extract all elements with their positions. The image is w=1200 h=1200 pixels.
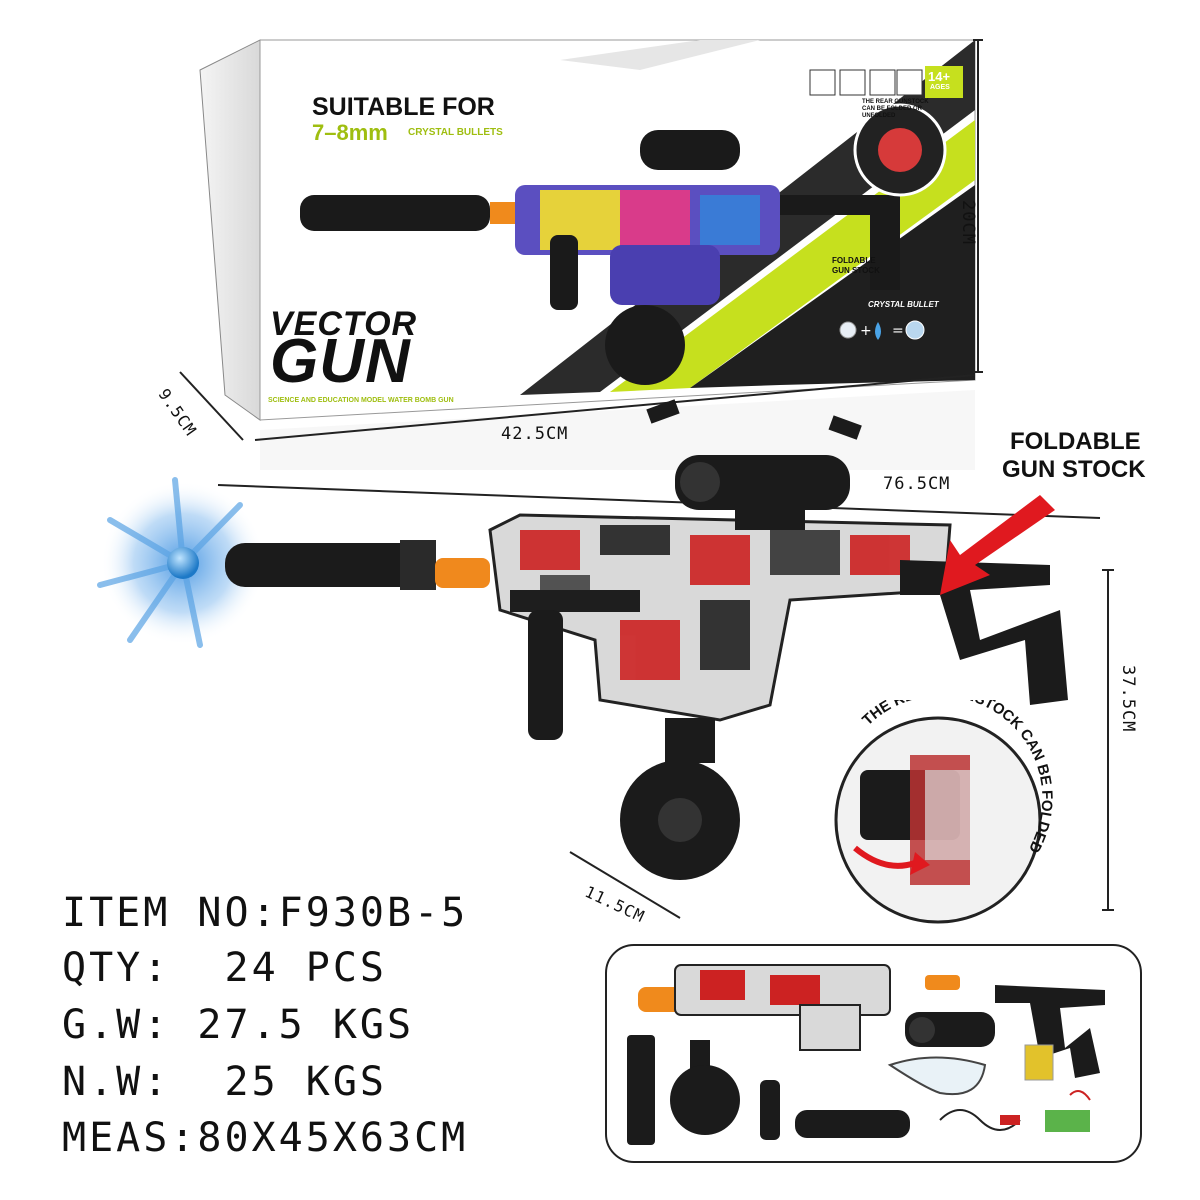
dim-gun-height: 37.5CM	[1118, 665, 1138, 733]
brand-vector: VECTOR	[270, 305, 418, 343]
spec-qty: QTY: 24 PCS	[62, 945, 387, 991]
box-suitable-label: SUITABLE FOR	[312, 93, 495, 121]
age-badge-number: 14+	[928, 69, 951, 84]
crystal-bullet-icons: + =	[839, 320, 925, 340]
brand-gun: GUN	[270, 327, 411, 396]
spec-gross-weight: G.W: 27.5 KGS	[62, 1002, 415, 1048]
spec-item-no: ITEM NO:F930B-5	[62, 890, 469, 936]
svg-text:=: =	[892, 323, 904, 339]
dim-gun-length: 76.5CM	[883, 474, 951, 494]
rear-gunstock-arc-text: THE REAR GUNSTOCK CAN BE FOLDED OR UNFOL…	[830, 700, 1055, 856]
box-feature-icons	[809, 66, 963, 98]
spec-measurement: MEAS:80X45X63CM	[62, 1115, 469, 1161]
svg-text:+: +	[860, 323, 872, 339]
box-crystal-bullet-label: CRYSTAL BULLET	[868, 300, 939, 309]
retail-box: + =	[199, 39, 976, 470]
red-arrow	[940, 495, 1055, 595]
rear-gunstock-note: THE REAR GUNSTOCK CAN BE FOLDED OR UNFOL…	[830, 700, 1055, 856]
accessories-panel	[605, 944, 1142, 1163]
stock-detail-circle	[834, 716, 1042, 924]
box-foldable-callout: FOLDABLE GUN STOCK	[832, 256, 880, 275]
spec-net-weight: N.W: 25 KGS	[62, 1059, 387, 1105]
box-stripe-text: SCIENCE AND EDUCATION MODEL WATER BOMB G…	[268, 397, 454, 404]
foldable-line2: GUN STOCK	[1002, 456, 1146, 483]
foldable-line1: FOLDABLE	[1009, 428, 1141, 455]
box-bullet-size: 7–8mm	[312, 120, 388, 145]
dim-box-height: 20CM	[958, 200, 978, 245]
age-badge-label: AGES	[930, 84, 950, 91]
svg-text:THE REAR GUNSTOCK CAN BE FOLDE: THE REAR GUNSTOCK CAN BE FOLDED OR UNFOL…	[830, 700, 1055, 856]
dim-box-length: 42.5CM	[501, 424, 569, 444]
box-bullet-type: CRYSTAL BULLETS	[408, 127, 503, 138]
main-gun-illustration	[225, 399, 1068, 880]
foldable-stock-callout: FOLDABLE GUN STOCK	[1002, 428, 1146, 484]
box-rear-note: THE REAR GUNSTOCK CAN BE FOLDED OR UNFOL…	[862, 99, 929, 119]
gel-splash	[97, 477, 265, 648]
dimension-lines	[179, 39, 1114, 919]
box-gun-illustration	[300, 130, 900, 385]
